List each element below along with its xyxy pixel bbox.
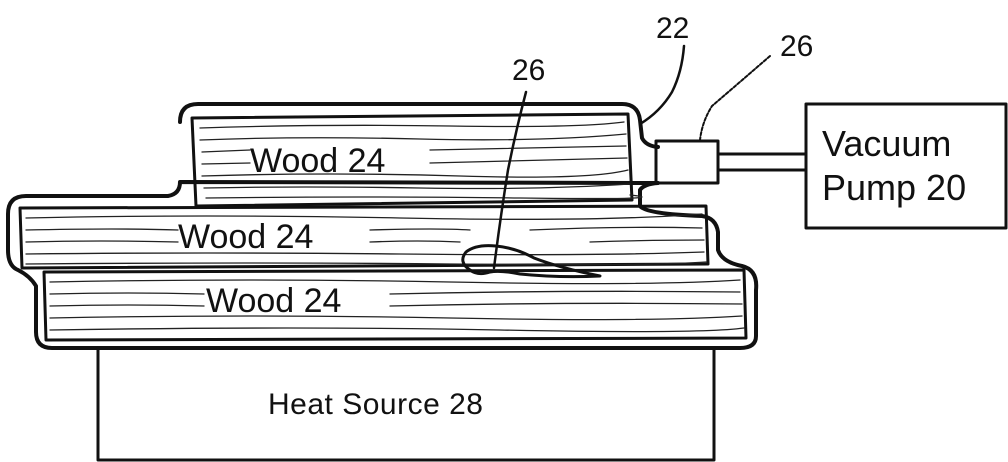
wood-grain-bottom: [49, 279, 745, 333]
wood-label-bottom: Wood 24: [206, 282, 341, 320]
vacuum-bag-outline: [6, 102, 759, 350]
leader-line-valve: [699, 55, 771, 141]
vacuum-pump-box: [804, 102, 1008, 230]
bubble-ref-label: 26: [512, 54, 545, 87]
leader-line-bubble: [492, 90, 528, 270]
heat-source-label: Heat Source 28: [268, 388, 483, 421]
wood-grain-middle: [25, 213, 707, 266]
heat-source-box: [96, 346, 716, 462]
wood-grain-top: [199, 121, 643, 200]
vacuum-hose: [716, 152, 808, 172]
bag-ref-label: 22: [656, 12, 689, 45]
leader-line-bag: [638, 44, 686, 126]
wood-label-middle: Wood 24: [178, 218, 313, 256]
wood-board-middle: [18, 204, 710, 270]
valve-box: [654, 139, 720, 185]
pump-label-line2: Pump 20: [822, 167, 966, 208]
pump-label-line1: Vacuum: [822, 123, 951, 164]
void-bubble: [461, 244, 602, 279]
wood-board-bottom: [42, 268, 748, 342]
wood-label-top: Wood 24: [250, 142, 385, 180]
valve-ref-label: 26: [780, 30, 813, 63]
wood-board-top: [190, 112, 634, 208]
